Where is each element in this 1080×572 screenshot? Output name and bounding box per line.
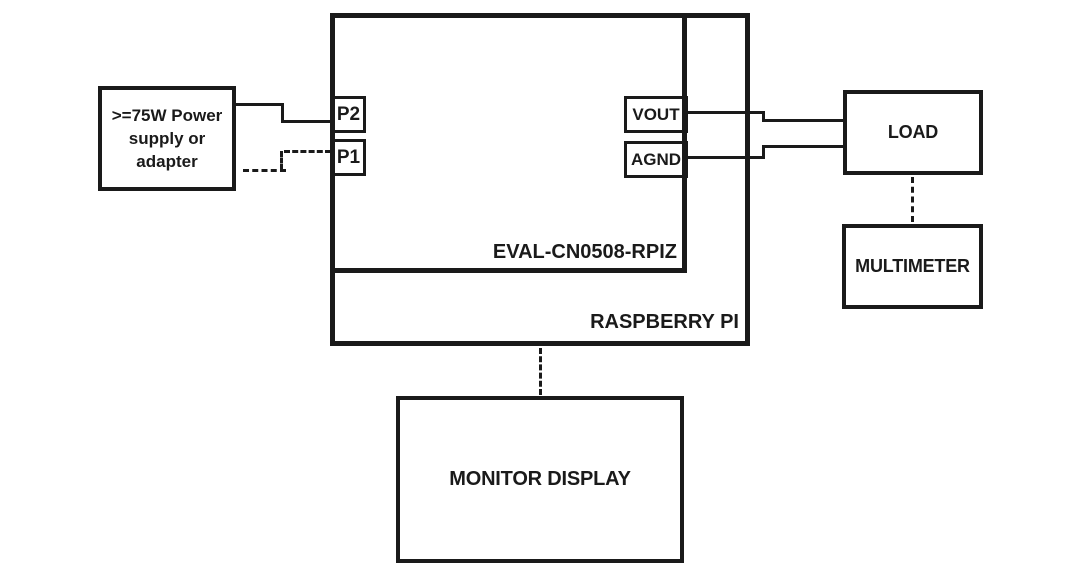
port-vout: VOUT: [624, 96, 688, 133]
raspberry-pi-label: RASPBERRY PI: [590, 311, 739, 333]
wire-load-to-multimeter-dashed: [911, 177, 914, 222]
wire-power-to-p2-h2: [281, 120, 333, 123]
power-supply-label-line3: adapter: [136, 152, 198, 171]
port-agnd: AGND: [624, 141, 688, 178]
wire-vout-to-load-h2: [762, 119, 845, 122]
wire-power-to-p2-v: [281, 103, 284, 123]
port-agnd-label: AGND: [630, 149, 682, 169]
port-vout-label: VOUT: [632, 104, 680, 124]
load-box: LOAD: [843, 90, 983, 175]
port-p1-label: P1: [336, 146, 361, 168]
port-p2: P2: [331, 96, 366, 133]
load-label: LOAD: [887, 122, 939, 142]
monitor-display-label: MONITOR DISPLAY: [449, 468, 631, 490]
port-p2-label: P2: [336, 103, 361, 125]
wire-power-to-p1-dashed-h2: [284, 150, 331, 153]
wire-power-to-p2-h1: [234, 103, 284, 106]
eval-cn0508-rpiz-label: EVAL-CN0508-RPIZ: [492, 241, 677, 263]
wire-agnd-to-load-h1: [686, 156, 765, 159]
power-supply-box: >=75W Power supply or adapter: [98, 86, 236, 191]
multimeter-box: MULTIMETER: [842, 224, 983, 309]
wire-power-to-p1-dashed-v: [280, 151, 283, 170]
power-supply-label: >=75W Power supply or adapter: [112, 104, 223, 173]
port-p1: P1: [331, 139, 366, 176]
wire-power-to-p1-dashed-h1: [243, 169, 286, 172]
wire-agnd-to-load-v: [762, 145, 765, 159]
multimeter-label: MULTIMETER: [855, 256, 970, 276]
wire-rpi-to-monitor-dashed: [539, 348, 542, 395]
power-supply-label-line1: >=75W Power: [111, 106, 223, 125]
wire-agnd-to-load-h2: [762, 145, 845, 148]
wire-vout-to-load-h1: [686, 111, 765, 114]
monitor-display-box: MONITOR DISPLAY: [396, 396, 684, 563]
wire-vout-to-load-v: [762, 111, 765, 122]
power-supply-label-line2: supply or: [128, 129, 206, 148]
